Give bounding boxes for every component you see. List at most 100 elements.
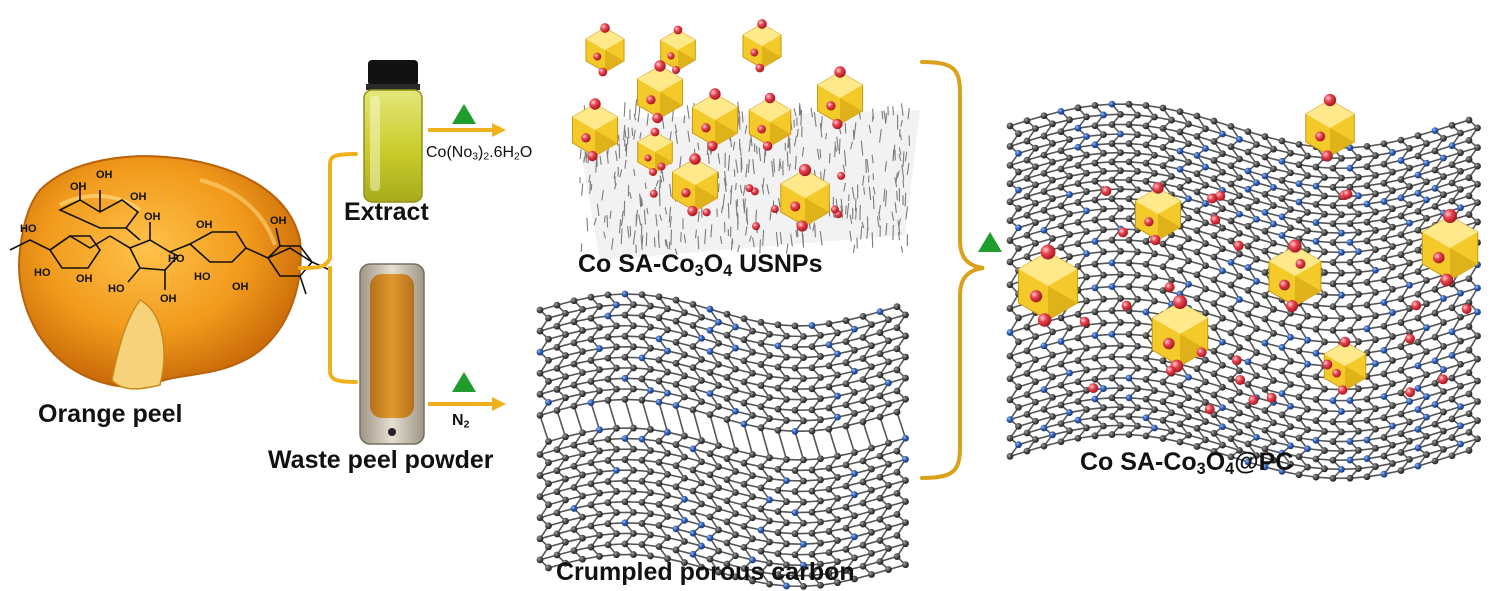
carbon-atom	[842, 482, 850, 490]
fiber-strand	[735, 159, 739, 174]
carbon-atom	[1321, 248, 1328, 256]
carbon-atom	[1338, 269, 1345, 277]
carbon-atom	[766, 475, 773, 483]
carbon-atom	[1108, 431, 1116, 438]
carbon-atom	[596, 303, 603, 310]
carbon-atom	[1304, 463, 1311, 471]
carbon-atom	[1117, 185, 1124, 193]
carbon-atom	[1015, 403, 1022, 411]
nitrogen-atom	[1406, 219, 1413, 227]
carbon-atom	[1346, 258, 1354, 266]
carbon-atom	[672, 462, 680, 470]
carbon-atom	[1236, 192, 1243, 200]
fiber-strand	[748, 235, 752, 242]
carbon-atom	[570, 381, 578, 389]
carbon-atom	[613, 488, 620, 495]
cobalt-single-atom	[687, 205, 698, 217]
carbon-atom	[868, 549, 875, 557]
carbon-atom	[579, 327, 586, 334]
carbon-atom	[1040, 405, 1048, 413]
carbon-atom	[638, 312, 646, 320]
carbon-atom	[1389, 441, 1396, 449]
carbon-atom	[1023, 447, 1031, 455]
carbon-atom	[774, 465, 782, 473]
cobalt-oxide-particle	[780, 163, 830, 232]
fiber-strand	[735, 200, 738, 217]
fiber-strand	[872, 195, 875, 210]
carbon-atom	[1108, 307, 1116, 315]
carbon-atom	[885, 400, 892, 408]
carbon-atom	[1448, 197, 1456, 205]
nitrogen-atom	[1108, 283, 1116, 290]
carbon-atom	[732, 365, 739, 373]
fiber-strand	[816, 148, 820, 160]
fiber-strand	[904, 151, 908, 162]
cobalt-single-atom	[745, 184, 754, 193]
label-extract: Extract	[344, 198, 429, 226]
carbon-atom	[613, 509, 620, 516]
nitrogen-atom	[706, 305, 714, 313]
fiber-strand	[892, 149, 895, 162]
carbon-atom	[1006, 305, 1014, 312]
carbon-atom	[851, 449, 858, 456]
carbon-atom	[1363, 237, 1371, 245]
carbon-atom	[817, 476, 824, 484]
fiber-strand	[668, 206, 672, 223]
fiber-strand	[603, 215, 606, 223]
carbon-atom	[1015, 205, 1022, 212]
carbon-atom	[553, 551, 561, 559]
nitrogen-atom	[655, 335, 663, 343]
svg-text:OH: OH	[232, 281, 249, 293]
carbon-atom	[1091, 122, 1099, 130]
cobalt-single-atom	[1266, 392, 1277, 403]
cobalt-single-atom	[830, 205, 839, 214]
nitrogen-atom	[1474, 308, 1481, 316]
carbon-atom	[766, 538, 773, 546]
nitrogen-atom	[1338, 408, 1345, 415]
fiber-strand	[793, 135, 797, 147]
fiber-strand	[670, 229, 673, 246]
carbon-atom	[1168, 173, 1175, 180]
carbon-atom	[885, 460, 892, 468]
carbon-atom	[579, 492, 586, 500]
cobalt-single-atom	[1279, 279, 1290, 291]
carbon-atom	[698, 398, 705, 405]
fiber-strand	[618, 219, 622, 234]
fiber-strand	[813, 111, 817, 127]
fiber-strand	[828, 153, 831, 164]
nitrogen-atom	[1448, 142, 1456, 150]
carbon-atom	[800, 498, 807, 506]
carbon-atom	[1125, 195, 1133, 203]
carbon-atom	[1074, 162, 1082, 169]
carbon-atom	[1329, 164, 1337, 172]
cobalt-single-atom	[1405, 387, 1416, 398]
nitrogen-atom	[638, 354, 646, 362]
fiber-strand	[620, 217, 624, 227]
carbon-atom	[1329, 239, 1337, 246]
carbon-atom	[1448, 179, 1456, 187]
svg-text:OH: OH	[96, 169, 113, 181]
carbon-atom	[1397, 410, 1405, 418]
nitrogen-atom	[664, 389, 671, 397]
fiber-strand	[801, 146, 805, 157]
cobalt-single-atom	[757, 19, 767, 29]
carbon-atom	[1227, 305, 1235, 313]
nitrogen-atom	[1219, 338, 1226, 346]
particle-facet	[585, 28, 625, 50]
fiber-strand	[730, 240, 734, 251]
carbon-atom	[723, 395, 731, 402]
heat-symbol-bottom	[452, 372, 476, 392]
carbon-atom	[1202, 240, 1209, 247]
fiber-strand	[895, 172, 898, 183]
carbon-atom	[1414, 338, 1422, 346]
carbon-atom	[1244, 380, 1252, 388]
fiber-strand	[589, 180, 592, 194]
carbon-atom	[647, 323, 654, 331]
nitrogen-atom	[1244, 264, 1252, 271]
carbon-atom	[783, 561, 790, 569]
carbon-atom	[1431, 420, 1439, 428]
carbon-atom	[1159, 398, 1167, 406]
carbon-atom	[774, 571, 782, 579]
fiber-strand	[653, 237, 656, 248]
cobalt-single-atom	[1204, 404, 1215, 415]
